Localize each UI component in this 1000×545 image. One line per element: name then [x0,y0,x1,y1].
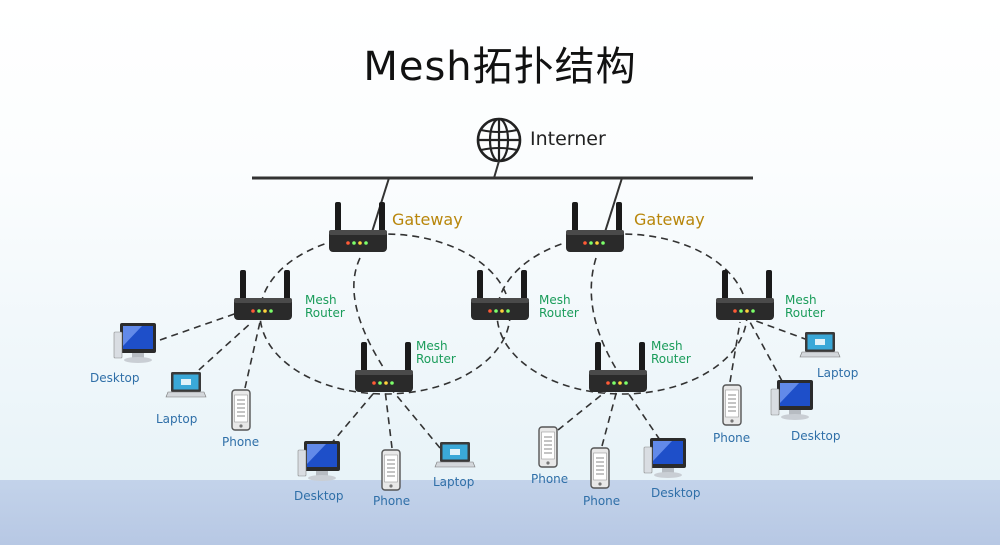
mesh-router-5-label-line2: Router [651,352,691,366]
mesh-router-2-router-icon [471,270,529,320]
mesh-router-1-label-line1: Mesh [305,293,337,307]
mesh-router-1-router-icon [234,270,292,320]
desktop-4-label: Desktop [791,429,841,443]
phone-1-phone-icon [231,389,251,431]
gateway-label-left: Gateway [392,210,463,229]
desktop-2-desktop-icon [297,440,341,482]
phone-4-label: Phone [583,494,620,508]
mesh-router-1-label-line2: Router [305,306,345,320]
phone-5-label: Phone [713,431,750,445]
mesh-router-4-label-line1: Mesh [416,339,448,353]
internet-uplink [493,160,500,179]
laptop-2-laptop-icon [434,441,476,468]
phone-1-label: Phone [222,435,259,449]
phone-4-phone-icon [590,447,610,489]
desktop-4-desktop-icon [770,379,814,421]
mesh-router-5-label-line1: Mesh [651,339,683,353]
phone-5-phone-icon [722,384,742,426]
desktop-1-label: Desktop [90,371,140,385]
laptop-3-label: Laptop [817,366,858,380]
desktop-3-desktop-icon [643,437,687,479]
mesh-router-2-label-line1: Mesh [539,293,571,307]
phone-3-label: Phone [531,472,568,486]
gateway-uplink-right [604,177,623,233]
internet-label: Interner [530,128,606,150]
mesh-router-3-label-line1: Mesh [785,293,817,307]
mesh-links [159,233,809,449]
mesh-router-2-label-line2: Router [539,306,579,320]
globe-icon [476,117,522,163]
desktop-3-label: Desktop [651,486,701,500]
page-title: Mesh拓扑结构 [363,44,637,90]
laptop-3-laptop-icon [799,331,841,358]
mesh-router-3-router-icon [716,270,774,320]
laptop-1-laptop-icon [165,371,207,398]
laptop-1-label: Laptop [156,412,197,426]
phone-2-label: Phone [373,494,410,508]
desktop-1-desktop-icon [113,322,157,364]
gateway-router-right-router-icon [566,202,624,252]
phone-2-phone-icon [381,449,401,491]
mesh-router-4-label-line2: Router [416,352,456,366]
gateway-label-right: Gateway [634,210,705,229]
background-bottom-band [0,480,1000,545]
mesh-router-3-label-line2: Router [785,306,825,320]
mesh-router-4-router-icon [355,342,413,392]
mesh-router-5-router-icon [589,342,647,392]
phone-3-phone-icon [538,426,558,468]
background-top [0,0,1000,480]
desktop-2-label: Desktop [294,489,344,503]
laptop-2-label: Laptop [433,475,474,489]
